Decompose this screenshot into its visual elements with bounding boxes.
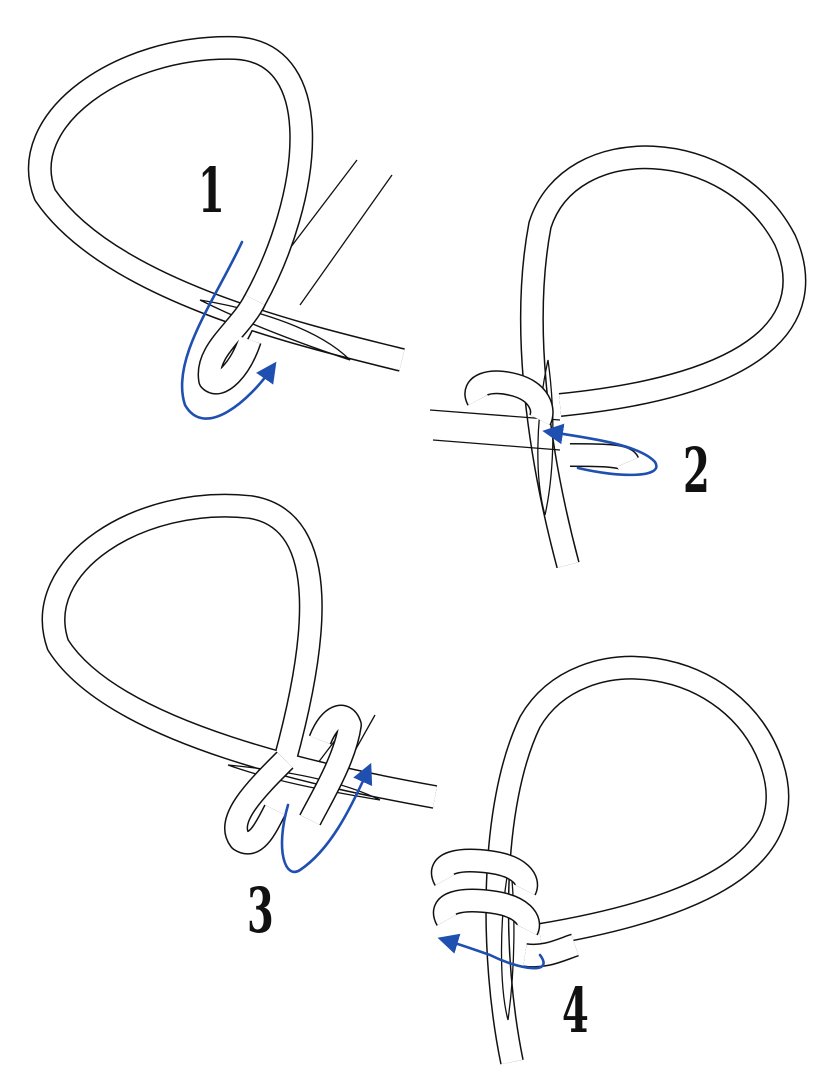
step-number-4: 4 — [562, 974, 589, 1047]
step-4-figure — [430, 655, 790, 1065]
step-2-figure — [429, 145, 807, 569]
step-number-3: 3 — [247, 874, 274, 947]
step-3-figure — [41, 493, 438, 874]
step-1-figure — [27, 35, 405, 420]
step-number-2: 2 — [683, 434, 710, 507]
step-number-1: 1 — [198, 154, 225, 227]
